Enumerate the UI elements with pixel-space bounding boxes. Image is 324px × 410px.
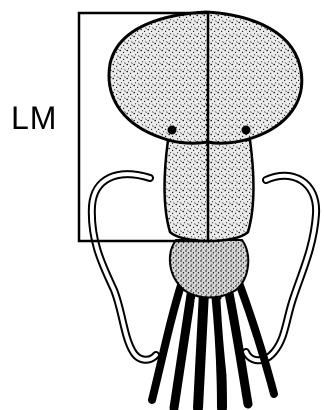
- arms: [152, 280, 274, 408]
- left-tentacle: [92, 174, 156, 360]
- right-eye-icon: [242, 126, 251, 135]
- squid-fins: [109, 12, 302, 143]
- mantle-length-label: LM: [11, 100, 57, 136]
- squid-head: [170, 240, 248, 298]
- left-eye-icon: [168, 126, 177, 135]
